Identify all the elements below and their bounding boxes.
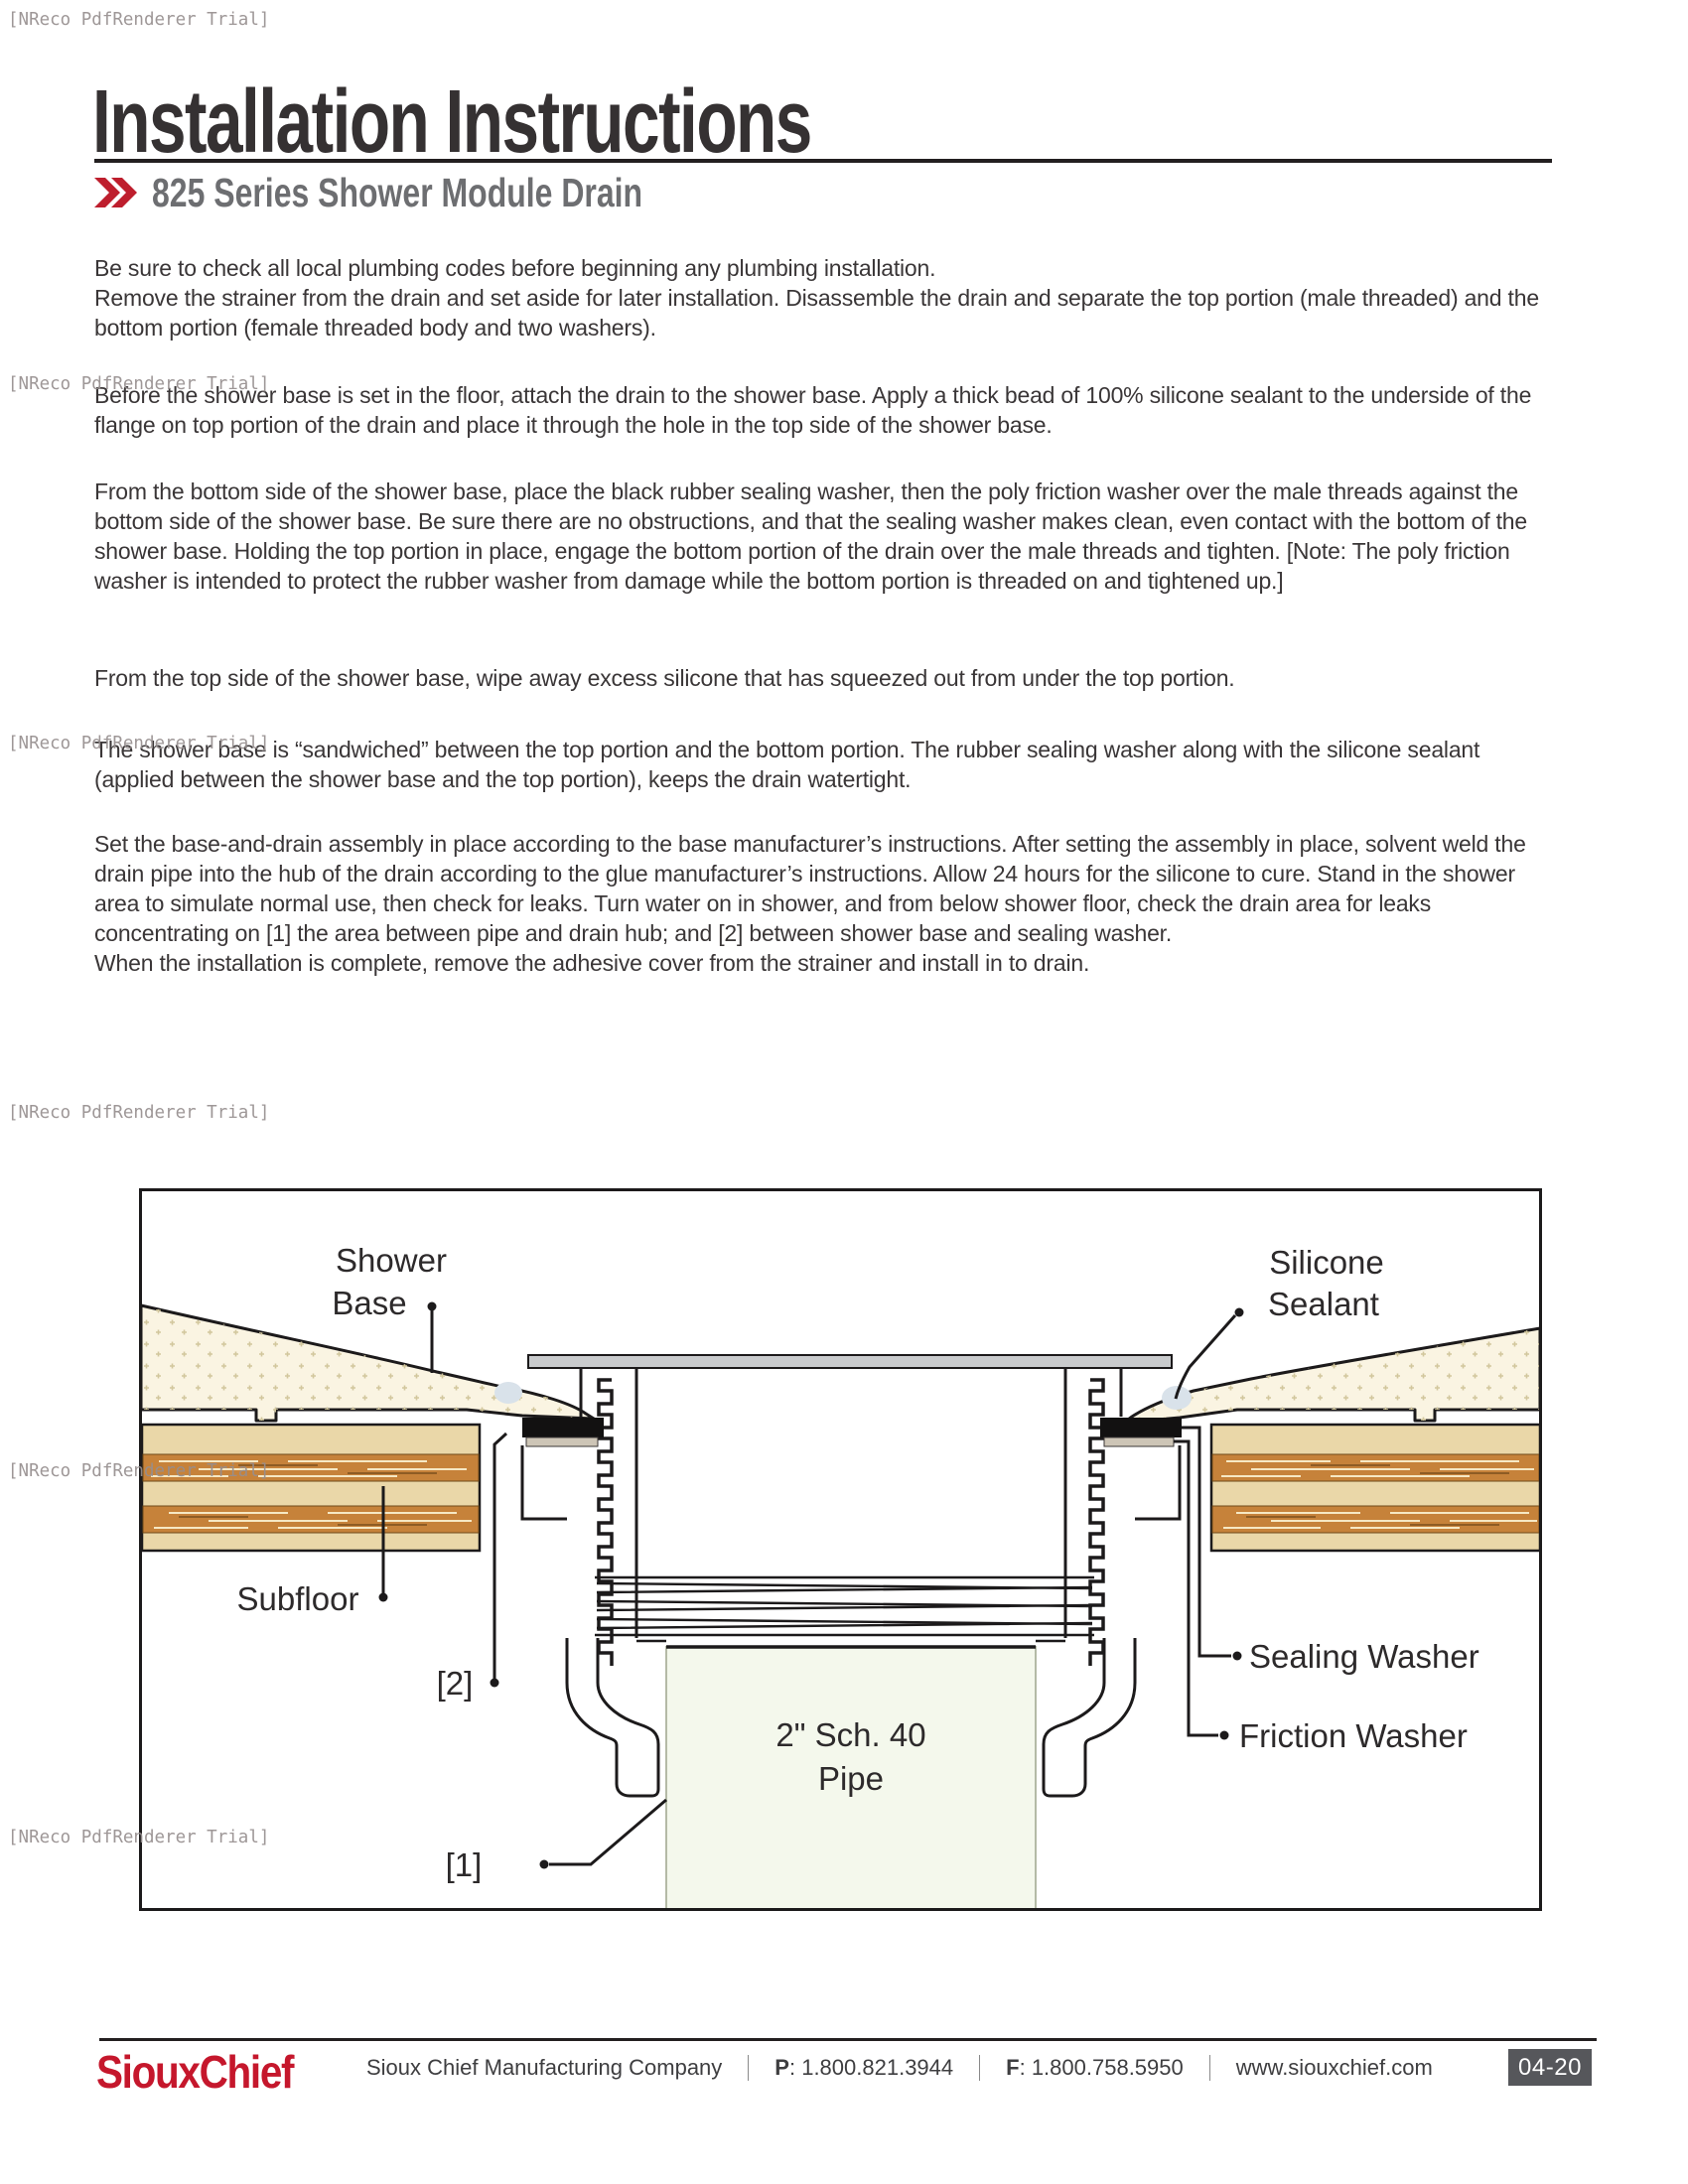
sioux-chief-logo: SiouxChief	[96, 2046, 295, 2098]
label-shower-base-line2: Base	[332, 1285, 406, 1321]
trial-watermark: [NReco PdfRenderer Trial]	[8, 10, 270, 30]
friction-washer-left	[525, 1436, 599, 1447]
subfloor-left	[140, 1423, 482, 1553]
hub-bell-left	[565, 1638, 660, 1798]
drain-cross-section: Shower Base Silicone Sealant Subfloor [2…	[139, 1188, 1542, 1911]
footer-fax: F: 1.800.758.5950	[1006, 2055, 1184, 2081]
label-pipe-line1: 2" Sch. 40	[775, 1716, 925, 1753]
drain-assembly	[520, 1354, 1182, 1798]
label-shower-base-line1: Shower	[336, 1242, 447, 1279]
paragraph: From the bottom side of the shower base,…	[94, 478, 1527, 594]
locknut-threads	[595, 1575, 1094, 1637]
trial-watermark: [NReco PdfRenderer Trial]	[8, 374, 270, 394]
trial-watermark: [NReco PdfRenderer Trial]	[8, 1103, 270, 1123]
paragraph: Be sure to check all local plumbing code…	[94, 255, 1539, 341]
trial-watermark: [NReco PdfRenderer Trial]	[8, 1828, 270, 1847]
paragraph: The shower base is “sandwiched” between …	[94, 737, 1480, 792]
phone-label: P	[774, 2055, 789, 2080]
footer-contact-line: Sioux Chief Manufacturing Company P: 1.8…	[366, 2051, 1433, 2085]
label-ref2: [2]	[437, 1665, 474, 1702]
paragraph: Set the base-and-drain assembly in place…	[94, 831, 1526, 976]
fax-label: F	[1006, 2055, 1020, 2080]
silicone-sealant-bead-left	[494, 1382, 522, 1404]
bottom-portion-flange	[520, 1445, 1182, 1521]
male-threads-right	[1088, 1378, 1105, 1666]
fax-value: : 1.800.758.5950	[1019, 2055, 1184, 2080]
label-subfloor: Subfloor	[237, 1580, 359, 1617]
trial-watermark: [NReco PdfRenderer Trial]	[8, 734, 270, 753]
phone-value: : 1.800.821.3944	[788, 2055, 954, 2080]
paragraph: Before the shower base is set in the flo…	[94, 382, 1532, 438]
hub-bell-right	[1042, 1638, 1137, 1798]
sealing-washer-left	[522, 1418, 604, 1437]
installation-diagram: Shower Base Silicone Sealant Subfloor [2…	[139, 1188, 1542, 1911]
trial-watermark: [NReco PdfRenderer Trial]	[8, 1461, 270, 1481]
diagram-frame	[139, 1188, 1542, 1911]
series-subtitle: 825 Series Shower Module Drain	[152, 169, 643, 215]
label-sealing-washer: Sealing Washer	[1249, 1638, 1479, 1675]
label-friction-washer: Friction Washer	[1239, 1717, 1468, 1754]
footer-divider	[1208, 2055, 1210, 2081]
sealing-washer-right	[1100, 1418, 1182, 1437]
double-chevron-icon	[94, 178, 137, 207]
subfloor-right	[1209, 1423, 1542, 1553]
label-silicone-line1: Silicone	[1269, 1244, 1384, 1281]
footer-divider	[979, 2055, 981, 2081]
leader-lines	[381, 1310, 1237, 1866]
strainer-plate	[527, 1354, 1173, 1369]
footer-divider	[748, 2055, 750, 2081]
label-pipe-line2: Pipe	[818, 1760, 884, 1797]
leader-dots	[378, 1301, 1244, 1869]
series-subtitle-row: 825 Series Shower Module Drain	[94, 169, 780, 215]
page-title: Installation Instructions	[92, 72, 812, 172]
shower-base-right	[1122, 1326, 1542, 1425]
paragraph: From the top side of the shower base, wi…	[94, 665, 1235, 691]
drain-pipe	[665, 1645, 1037, 1910]
footer-phone: P: 1.800.821.3944	[774, 2055, 953, 2081]
label-silicone-line2: Sealant	[1268, 1286, 1379, 1322]
footer-company: Sioux Chief Manufacturing Company	[366, 2055, 723, 2080]
footer-website: www.siouxchief.com	[1235, 2055, 1433, 2080]
friction-washer-right	[1103, 1436, 1175, 1447]
footer-rule	[99, 2038, 1597, 2041]
page-number-badge: 04-20	[1508, 2049, 1592, 2086]
title-rule	[94, 159, 1552, 163]
label-ref1: [1]	[446, 1846, 483, 1883]
shower-base-left	[139, 1303, 596, 1423]
